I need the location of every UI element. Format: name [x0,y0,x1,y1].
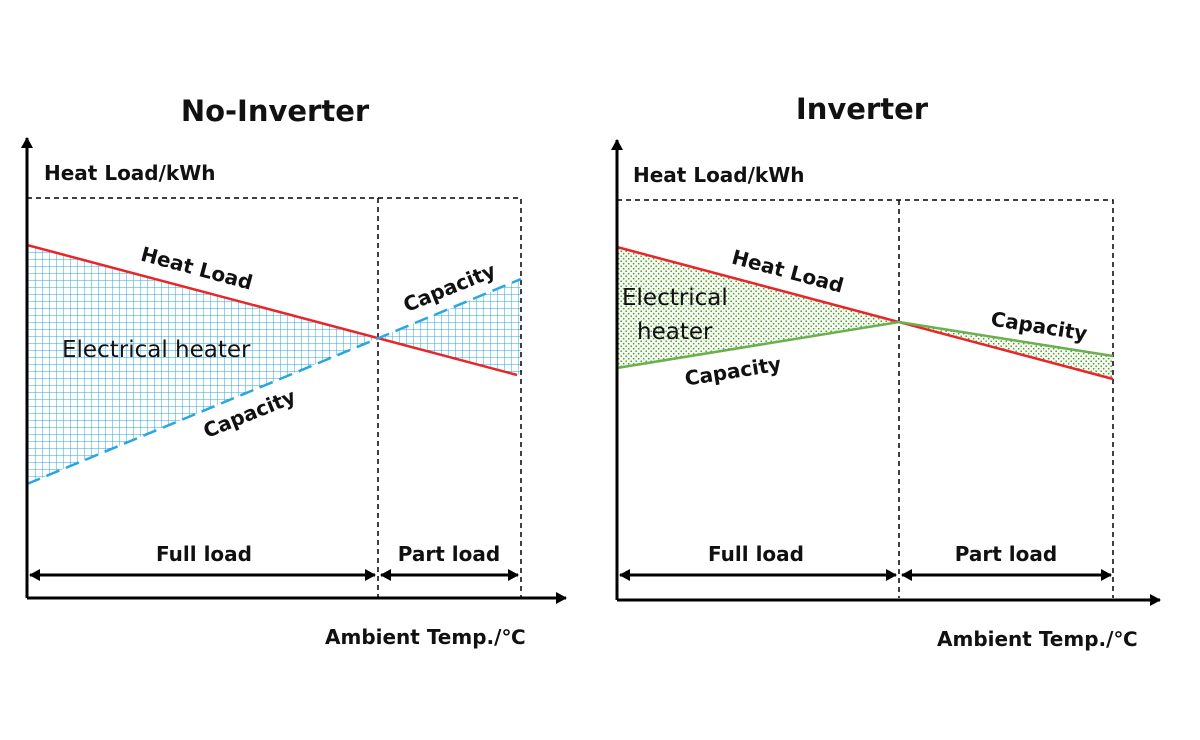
surplus-capacity-region [378,279,521,375]
capacity-label-lower: Capacity [683,352,783,391]
heat-load-line [26,243,518,377]
frame-dashed [617,199,1114,598]
y-axis-label: Heat Load/kWh [44,161,216,185]
frame-dashed [27,197,522,598]
panel-inverter: Inverter Heat Load/kWh Ambient Temp./℃ F… [611,92,1161,651]
panel-title: No-Inverter [181,94,370,128]
electrical-heater-region [617,247,899,368]
panel-title: Inverter [796,92,929,126]
electrical-heater-label-line1: Electrical [622,285,728,311]
heat-load-line [616,245,1114,381]
full-load-label: Full load [708,542,804,566]
full-load-label: Full load [156,542,252,566]
electrical-heater-label-line2: heater [637,319,713,345]
electrical-heater-region [27,245,378,484]
panel-no-inverter: No-Inverter Heat Load/kWh Ambient Temp./… [21,94,567,649]
y-axis-label: Heat Load/kWh [633,163,805,187]
capacity-line [616,320,1114,370]
part-load-label: Part load [398,542,500,566]
electrical-heater-label: Electrical heater [62,337,251,363]
part-load-label: Part load [955,542,1057,566]
x-axis-label: Ambient Temp./℃ [325,625,526,649]
x-axis-label: Ambient Temp./℃ [937,627,1138,651]
capacity-line [26,277,522,486]
